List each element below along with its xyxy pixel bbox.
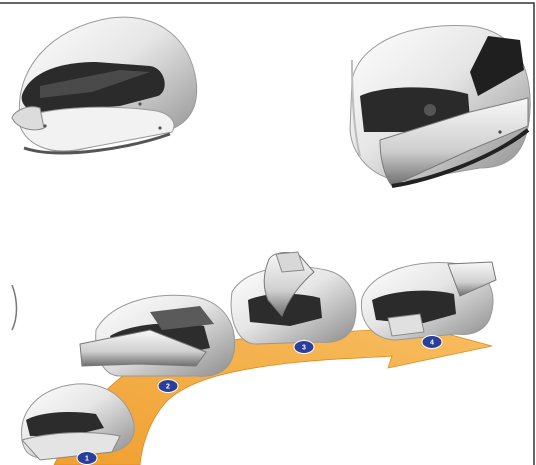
step-label-3: 3 xyxy=(302,345,306,352)
step-marker-2: 2 xyxy=(158,380,178,393)
helmet-step-2-chin-lifting-icon xyxy=(80,295,235,376)
helmet-step-4-open-icon xyxy=(361,262,496,340)
helmet-step-3-chin-raised-icon xyxy=(231,252,356,344)
step-marker-1: 1 xyxy=(77,452,97,465)
edge-mark xyxy=(12,285,17,330)
step-label-1: 1 xyxy=(85,456,89,463)
step-marker-4: 4 xyxy=(422,336,442,349)
step-label-4: 4 xyxy=(430,340,434,347)
step-marker-3: 3 xyxy=(294,341,314,354)
step-label-2: 2 xyxy=(166,384,170,391)
modular-helmet-chin-bar-closed-icon xyxy=(350,25,530,186)
full-face-helmet-closed-icon xyxy=(12,17,197,153)
